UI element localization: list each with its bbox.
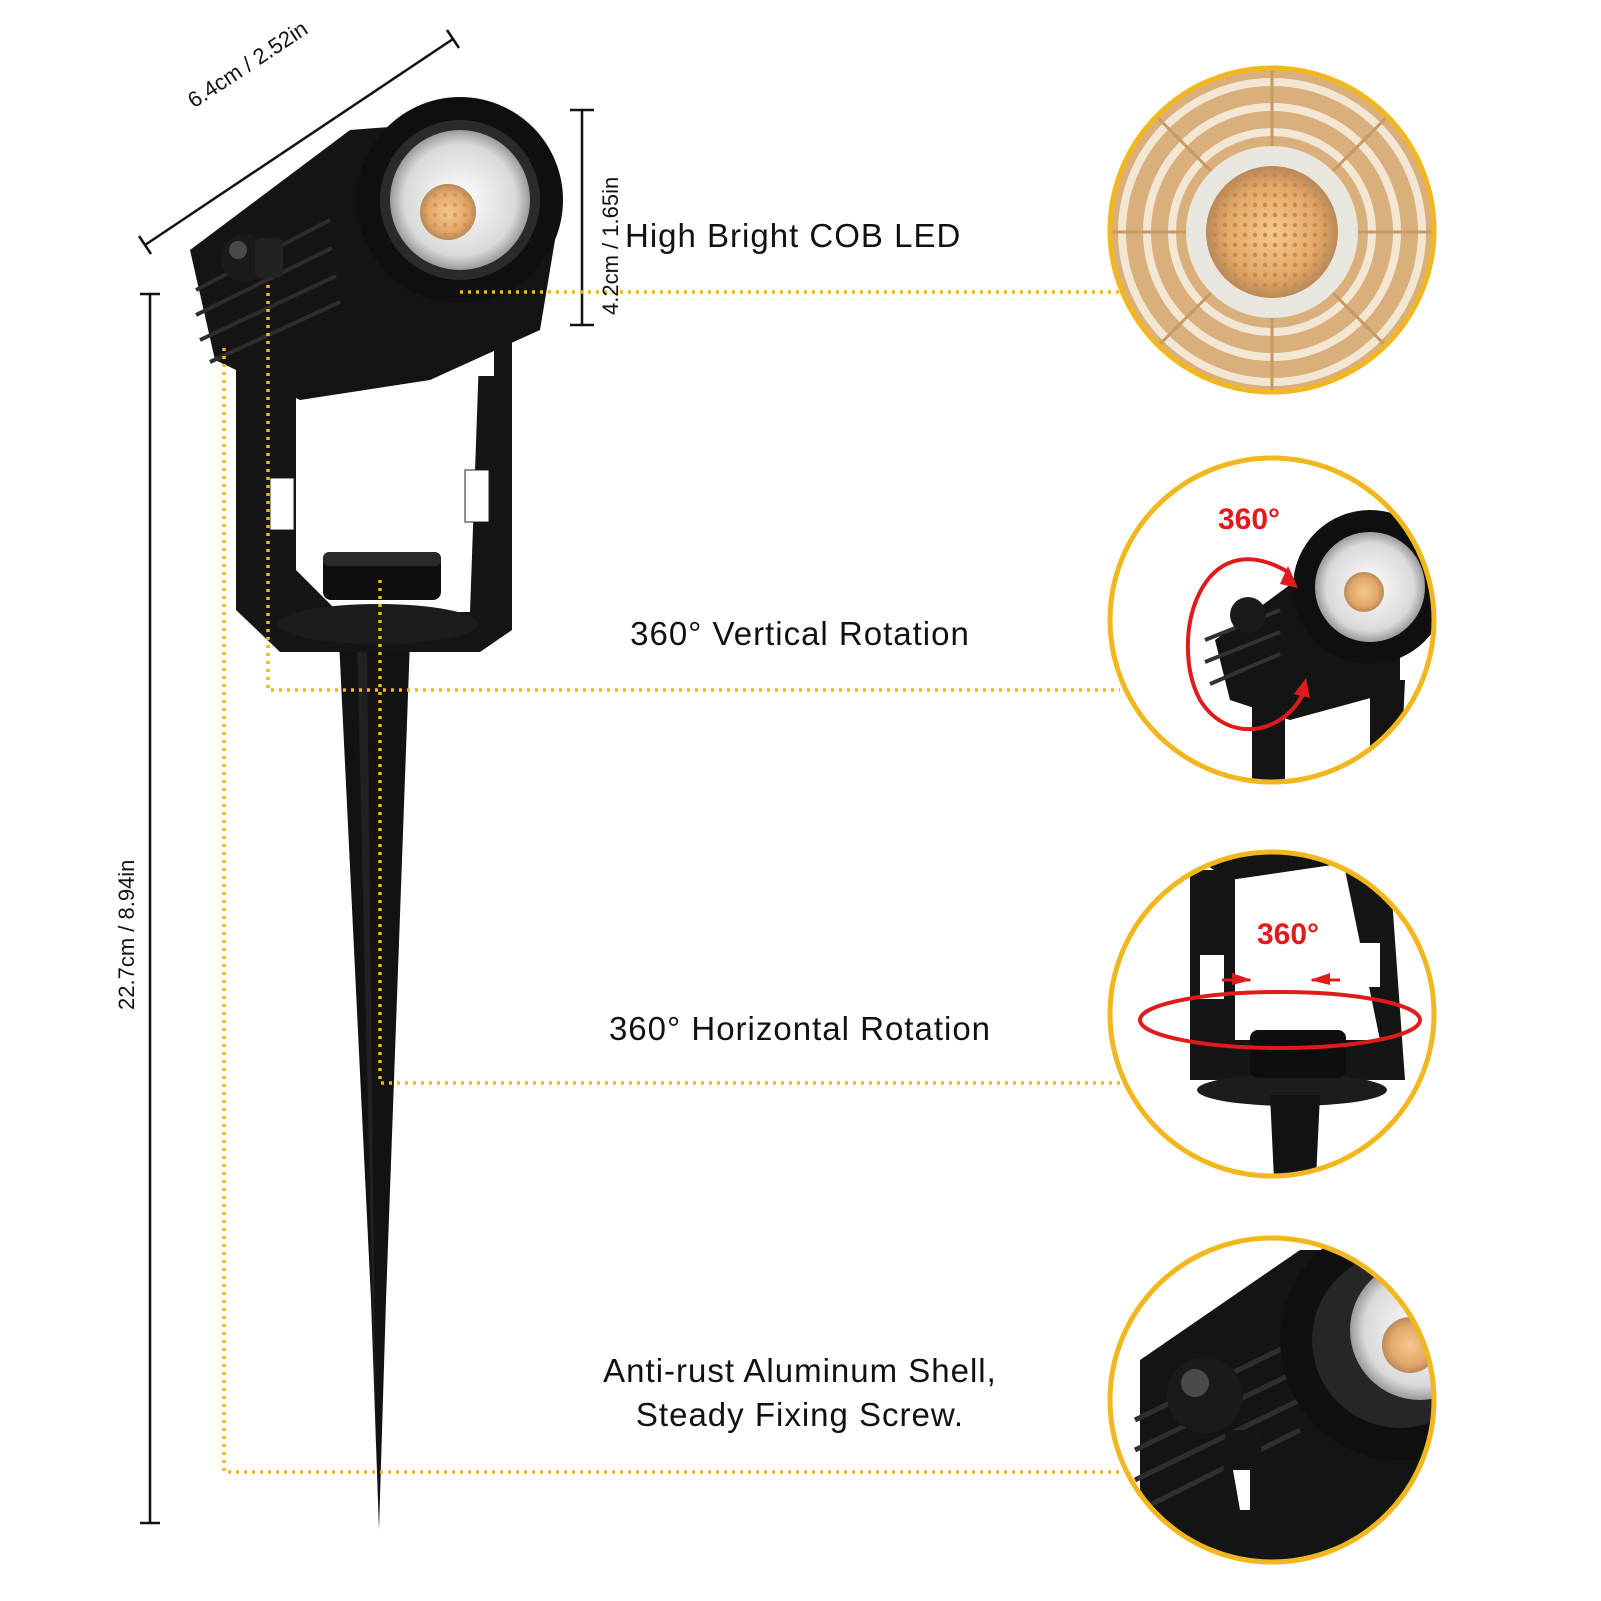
horizontal-rotation-closeup (1107, 849, 1437, 1179)
head-height-dimension-label: 4.2cm / 1.65in (598, 176, 623, 315)
width-dimension-line (137, 29, 461, 255)
feature-label-vertical-rotation: 360° Vertical Rotation (630, 615, 970, 652)
feature-label-cob-led: High Bright COB LED (625, 217, 962, 254)
total-height-dimension-label: 22.7cm / 8.94in (114, 859, 139, 1010)
total-height-dimension-line (140, 292, 160, 1525)
vertical-rotation-arrow-icon (1185, 557, 1307, 732)
aluminum-shell-closeup (1107, 1235, 1437, 1565)
horizontal-rotation-arrow-icon (1138, 990, 1422, 1050)
spotlight-head (190, 97, 563, 400)
leader-line-aluminum-shell (222, 348, 1120, 1474)
horizontal-rotation-badge: 360° (1257, 918, 1320, 951)
leader-line-horizontal-rotation (378, 580, 1120, 1085)
feature-label-horizontal-rotation: 360° Horizontal Rotation (608, 1010, 992, 1047)
feature-label-aluminum-shell-line2: Steady Fixing Screw. (635, 1396, 965, 1433)
head-height-dimension-line (570, 108, 594, 327)
vertical-rotation-badge: 360° (1218, 503, 1281, 536)
cob-led-closeup (1107, 65, 1437, 395)
ground-spike (339, 640, 410, 1530)
feature-label-aluminum-shell-line1: Anti-rust Aluminum Shell, (603, 1352, 997, 1389)
leader-lines (222, 285, 1120, 1474)
vertical-rotation-closeup (1107, 455, 1437, 785)
